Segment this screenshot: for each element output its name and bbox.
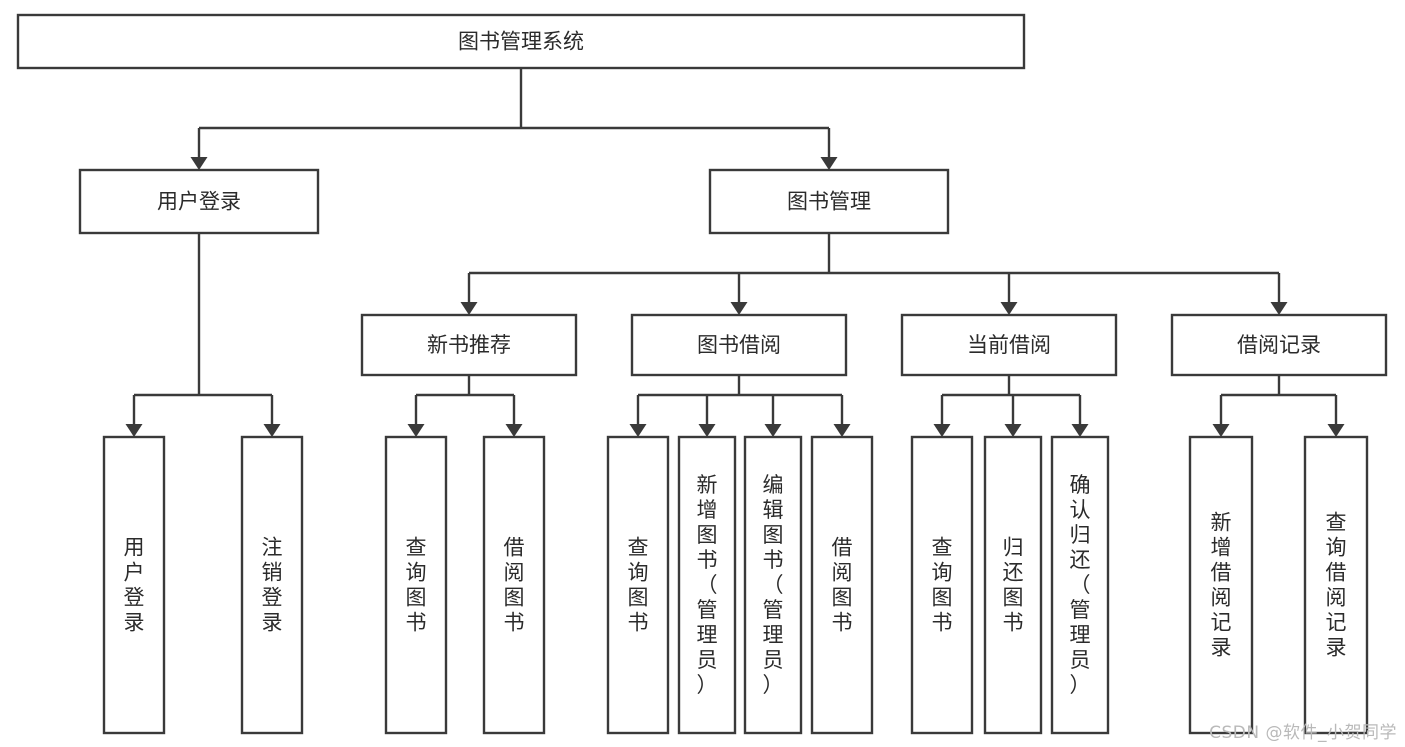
node-borrow-record[interactable]: 借阅记录	[1170, 313, 1388, 377]
node-box-current-borrow	[900, 313, 1118, 377]
arrow-head	[190, 157, 208, 170]
node-leaf-edit-book[interactable]: 编辑图书（管理员）	[743, 435, 803, 735]
node-label-new-book-rec: 新书推荐	[427, 333, 511, 357]
node-box-leaf-return-book	[983, 435, 1043, 735]
node-box-leaf-add-book	[677, 435, 737, 735]
node-label-leaf-edit-book: 编辑图书（管理员）	[763, 473, 784, 697]
arrow-head	[1000, 302, 1018, 315]
node-label-leaf-query-record: 查询借阅记录	[1326, 511, 1347, 660]
node-label-leaf-borrow-book-2: 借阅图书	[832, 536, 853, 635]
arrow-head	[820, 157, 838, 170]
arrow-head	[698, 424, 716, 437]
node-book-manage[interactable]: 图书管理	[708, 168, 950, 235]
arrow-head	[1071, 424, 1089, 437]
node-leaf-borrow-book-2[interactable]: 借阅图书	[810, 435, 874, 735]
arrow-head	[1004, 424, 1022, 437]
node-box-leaf-confirm-return	[1050, 435, 1110, 735]
arrow-head	[629, 424, 647, 437]
node-label-leaf-add-record: 新增借阅记录	[1211, 511, 1232, 660]
node-box-leaf-borrow-book-1	[482, 435, 546, 735]
node-new-book-rec[interactable]: 新书推荐	[360, 313, 578, 377]
node-leaf-add-book[interactable]: 新增图书（管理员）	[677, 435, 737, 735]
arrow-head	[764, 424, 782, 437]
node-leaf-borrow-book-1[interactable]: 借阅图书	[482, 435, 546, 735]
node-label-user-login: 用户登录	[157, 190, 241, 214]
node-box-leaf-logout	[240, 435, 304, 735]
node-box-leaf-query-book-2	[606, 435, 670, 735]
arrow-head	[460, 302, 478, 315]
node-label-leaf-add-book: 新增图书（管理员）	[697, 473, 718, 697]
node-box-user-login	[78, 168, 320, 235]
node-box-book-manage	[708, 168, 950, 235]
node-label-leaf-logout: 注销登录	[262, 536, 283, 635]
arrow-head	[933, 424, 951, 437]
node-box-leaf-borrow-book-2	[810, 435, 874, 735]
node-box-borrow-record	[1170, 313, 1388, 377]
node-label-leaf-confirm-return: 确认归还（管理员）	[1070, 473, 1091, 697]
arrow-head	[407, 424, 425, 437]
node-box-leaf-query-record	[1303, 435, 1369, 735]
arrow-head	[1270, 302, 1288, 315]
arrow-head	[730, 302, 748, 315]
arrow-head	[263, 424, 281, 437]
node-book-borrow[interactable]: 图书借阅	[630, 313, 848, 377]
node-box-root	[16, 13, 1026, 70]
node-box-book-borrow	[630, 313, 848, 377]
node-label-leaf-query-book-3: 查询图书	[932, 536, 953, 635]
node-box-leaf-add-record	[1188, 435, 1254, 735]
node-label-leaf-query-book-1: 查询图书	[406, 536, 427, 635]
arrow-head	[1212, 424, 1230, 437]
node-label-root: 图书管理系统	[458, 30, 584, 54]
node-current-borrow[interactable]: 当前借阅	[900, 313, 1118, 377]
node-label-book-manage: 图书管理	[787, 190, 871, 214]
node-user-login[interactable]: 用户登录	[78, 168, 320, 235]
node-leaf-query-record[interactable]: 查询借阅记录	[1303, 435, 1369, 735]
node-label-book-borrow: 图书借阅	[697, 333, 781, 357]
node-leaf-logout[interactable]: 注销登录	[240, 435, 304, 735]
node-box-leaf-edit-book	[743, 435, 803, 735]
node-label-borrow-record: 借阅记录	[1237, 333, 1321, 357]
node-leaf-user-login[interactable]: 用户登录	[102, 435, 166, 735]
node-box-new-book-rec	[360, 313, 578, 377]
node-leaf-confirm-return[interactable]: 确认归还（管理员）	[1050, 435, 1110, 735]
node-leaf-add-record[interactable]: 新增借阅记录	[1188, 435, 1254, 735]
node-label-leaf-borrow-book-1: 借阅图书	[504, 536, 525, 635]
arrow-head	[833, 424, 851, 437]
node-root[interactable]: 图书管理系统	[16, 13, 1026, 70]
node-leaf-return-book[interactable]: 归还图书	[983, 435, 1043, 735]
node-label-leaf-user-login: 用户登录	[124, 536, 145, 635]
node-box-leaf-user-login	[102, 435, 166, 735]
nodes-layer: 图书管理系统用户登录图书管理新书推荐图书借阅当前借阅借阅记录用户登录注销登录查询…	[16, 13, 1388, 735]
node-label-current-borrow: 当前借阅	[967, 333, 1051, 357]
node-box-leaf-query-book-3	[910, 435, 974, 735]
node-box-leaf-query-book-1	[384, 435, 448, 735]
node-label-leaf-return-book: 归还图书	[1003, 536, 1024, 635]
arrow-head	[125, 424, 143, 437]
node-leaf-query-book-2[interactable]: 查询图书	[606, 435, 670, 735]
node-leaf-query-book-3[interactable]: 查询图书	[910, 435, 974, 735]
arrow-head	[1327, 424, 1345, 437]
arrow-head	[505, 424, 523, 437]
node-label-leaf-query-book-2: 查询图书	[628, 536, 649, 635]
connectors-layer	[125, 68, 1345, 437]
node-leaf-query-book-1[interactable]: 查询图书	[384, 435, 448, 735]
